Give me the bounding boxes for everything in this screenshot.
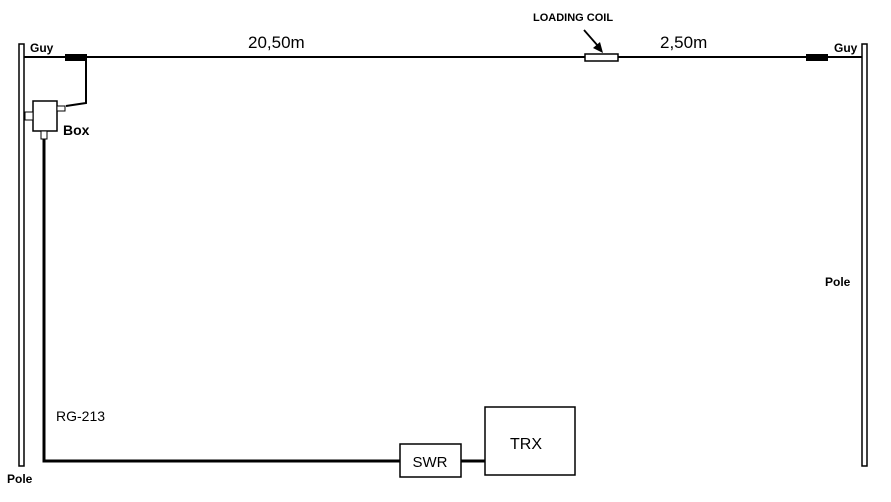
- matching-box: [32, 100, 58, 132]
- length-tail-label: 2,50m: [660, 33, 707, 52]
- swr-box: [399, 443, 462, 478]
- left-insulator: [65, 54, 87, 61]
- coax-label: RG-213: [56, 408, 105, 424]
- trx-label: TRX: [510, 436, 542, 453]
- trx-box: [484, 406, 576, 476]
- right-pole: [861, 43, 868, 467]
- guy-right-label: Guy: [834, 41, 858, 55]
- loading-coil: [584, 53, 619, 62]
- coax-cable: [42, 139, 400, 463]
- left-pole: [18, 43, 25, 467]
- box-bottom-connector: [40, 130, 48, 140]
- pole-left-label: Pole: [7, 472, 33, 486]
- box-label: Box: [63, 122, 90, 138]
- feed-wire: [65, 60, 87, 107]
- guy-left-label: Guy: [30, 41, 54, 55]
- loading-coil-arrow-shaft: [583, 29, 599, 47]
- pole-right-label: Pole: [825, 275, 851, 289]
- length-main-label: 20,50m: [248, 33, 305, 52]
- loading-coil-arrow-head: [593, 42, 603, 53]
- loading-coil-label: LOADING COIL: [533, 12, 613, 24]
- swr-label: SWR: [413, 454, 448, 471]
- box-right-connector: [56, 105, 66, 112]
- box-left-clamp: [24, 111, 34, 121]
- right-insulator: [806, 54, 828, 61]
